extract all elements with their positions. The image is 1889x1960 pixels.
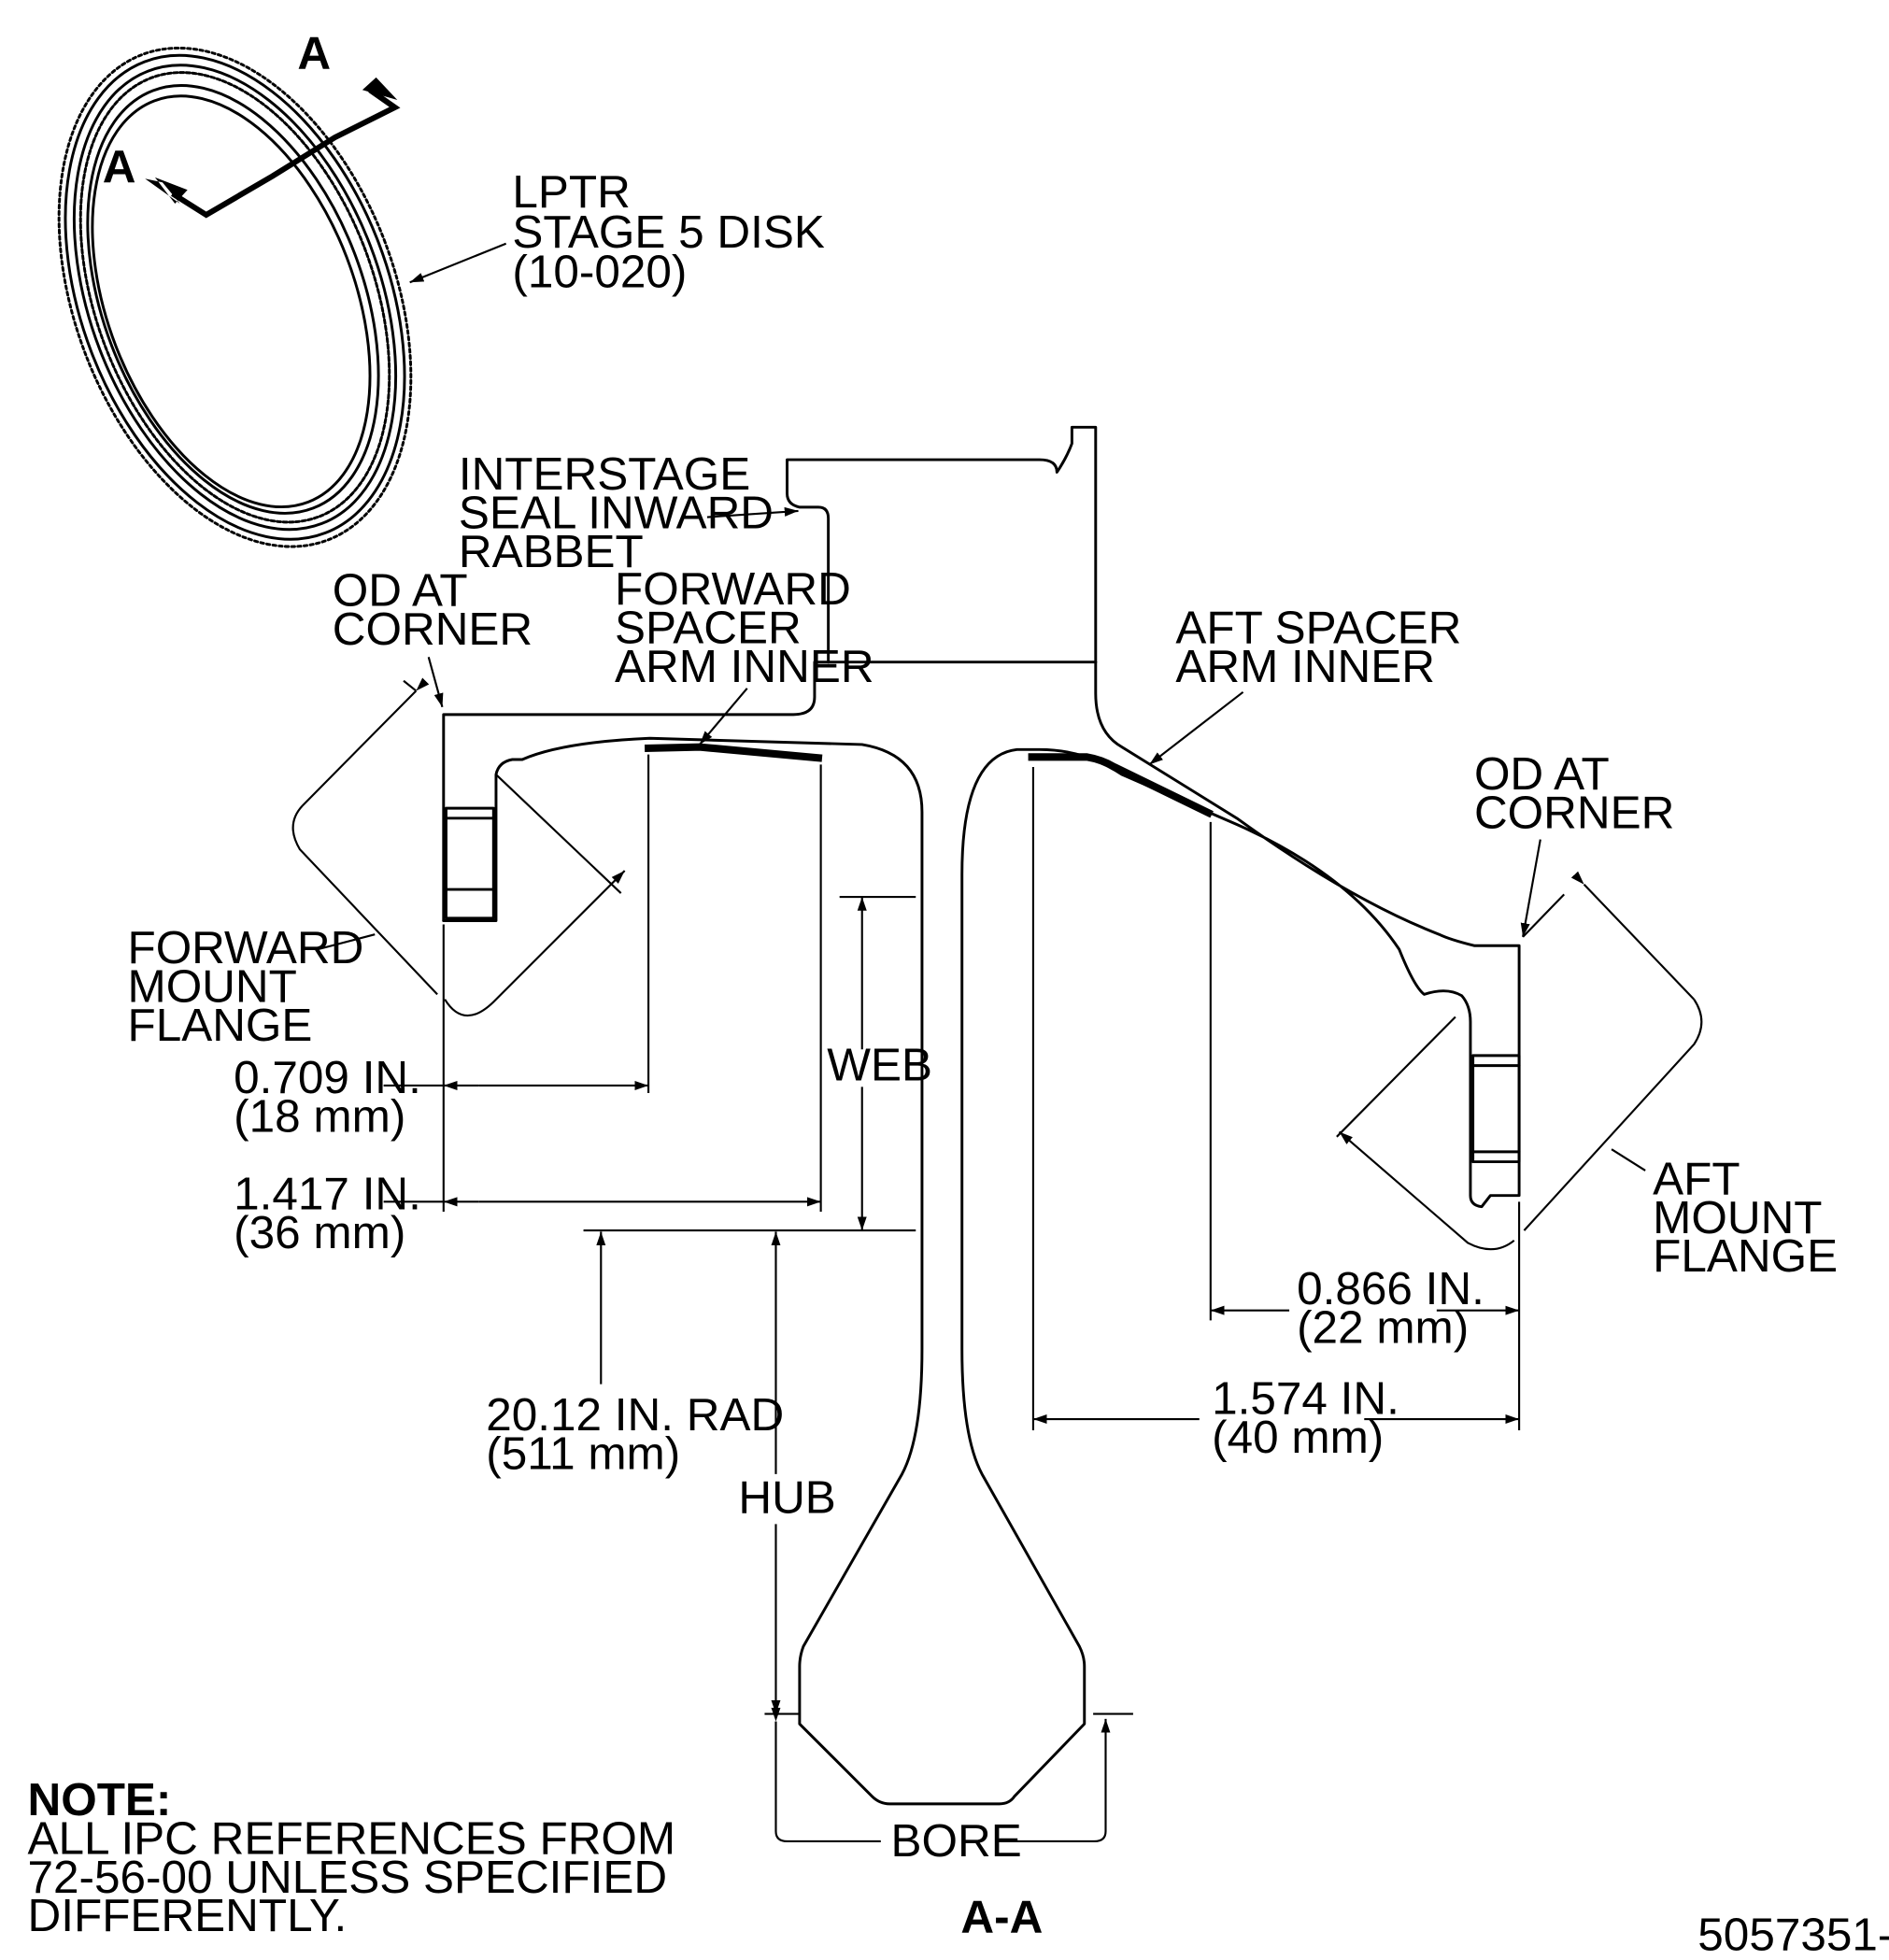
rabbet-label-2: SEAL INWARD <box>459 488 774 539</box>
disk-leader <box>409 242 507 284</box>
dim-fwd-long-in: 1.417 IN. <box>234 1168 421 1219</box>
fwd-spacer-label-3: ARM INNER <box>615 641 874 692</box>
aft-spacer-arm-mark <box>1028 753 1214 818</box>
fwd-mount-label-3: FLANGE <box>127 1000 312 1051</box>
aft-annotations: AFT SPACER ARM INNER OD AT CORNER AFT MO… <box>1031 603 1838 1463</box>
dim-fwd-short-in: 0.709 IN. <box>234 1052 421 1103</box>
note-heading: NOTE: <box>28 1774 172 1825</box>
dim-aft-long-mm: (40 mm) <box>1212 1412 1384 1463</box>
dim-radius-in: 20.12 IN. RAD <box>486 1389 784 1441</box>
od-corner-fwd-1: OD AT <box>333 565 468 617</box>
aft-mount-label-3: FLANGE <box>1653 1230 1838 1282</box>
note-line-2: 72-56-00 UNLESS SPECIFIED <box>28 1852 668 1903</box>
fwd-spacer-label-2: SPACER <box>615 603 802 654</box>
dim-fwd-long-mm: (36 mm) <box>234 1207 405 1258</box>
disk-label-1: LPTR <box>512 166 630 218</box>
dim-aft-long-in: 1.574 IN. <box>1212 1373 1399 1425</box>
hub-label: HUB <box>738 1471 835 1523</box>
dim-aft-short-in: 0.866 IN. <box>1297 1263 1484 1314</box>
aft-spacer-label-2: ARM INNER <box>1175 641 1435 692</box>
forward-annotations: INTERSTAGE SEAL INWARD RABBET OD AT CORN… <box>127 448 1133 1867</box>
od-corner-aft-1: OD AT <box>1474 748 1610 800</box>
note-block: NOTE: ALL IPC REFERENCES FROM 72-56-00 U… <box>28 1774 676 1941</box>
fwd-spacer-label-1: FORWARD <box>615 563 851 615</box>
note-line-1: ALL IPC REFERENCES FROM <box>28 1812 676 1864</box>
section-cut-line <box>171 87 401 219</box>
od-corner-fwd-2: CORNER <box>333 604 533 655</box>
dim-fwd-short-mm: (18 mm) <box>234 1090 405 1142</box>
rabbet-label-1: INTERSTAGE <box>459 448 750 500</box>
web-label: WEB <box>827 1040 932 1091</box>
rabbet-label-3: RABBET <box>459 526 644 577</box>
note-line-3: DIFFERENTLY. <box>28 1890 348 1941</box>
disk-isometric-view: A A LPTR STAGE 5 DISK (10-020) <box>57 28 825 548</box>
fwd-mount-label-2: MOUNT <box>127 960 296 1012</box>
od-corner-aft-2: CORNER <box>1474 788 1674 839</box>
disk-label-2: STAGE 5 DISK <box>512 206 824 258</box>
section-letter-upper: A <box>297 28 331 79</box>
bore-label: BORE <box>891 1815 1022 1867</box>
aft-spacer-label-1: AFT SPACER <box>1175 603 1461 654</box>
dim-aft-short-mm: (22 mm) <box>1297 1301 1469 1353</box>
aft-mount-label-2: MOUNT <box>1653 1192 1822 1243</box>
section-letter-lower: A <box>103 141 136 192</box>
aft-mount-label-1: AFT <box>1653 1153 1740 1204</box>
view-title: A-A <box>960 1892 1043 1943</box>
figure-number: 5057351-00 <box>1697 1909 1889 1960</box>
fwd-spacer-arm-mark <box>644 743 823 762</box>
disk-label-3: (10-020) <box>512 247 687 298</box>
disk-cross-section <box>442 425 1521 1806</box>
dim-radius-mm: (511 mm) <box>486 1427 680 1479</box>
